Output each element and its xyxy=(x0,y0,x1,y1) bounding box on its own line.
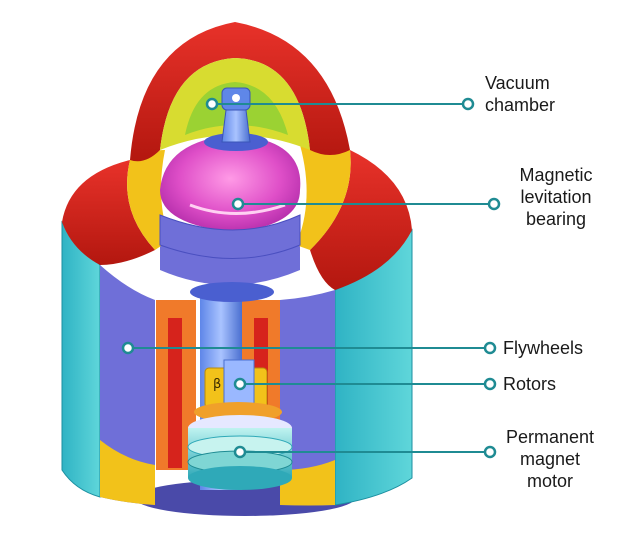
inner-cutaway-left xyxy=(100,265,155,505)
shaft-collar xyxy=(190,282,274,302)
label-line: Flywheels xyxy=(503,338,584,358)
leader-motor xyxy=(233,445,497,459)
vacuum-dome-shell xyxy=(130,22,350,162)
stator-left-red-band xyxy=(168,318,182,468)
label-line: motor xyxy=(526,471,573,491)
leader-vacuum-chamber xyxy=(205,97,475,111)
yellow-rim-right xyxy=(280,460,335,506)
yellow-rim-left xyxy=(100,440,155,505)
label-magnetic-bearing: Magnetic levitation bearing xyxy=(508,164,604,230)
outer-roof-left xyxy=(62,160,155,265)
label-motor: Permanent magnet motor xyxy=(498,426,602,492)
label-flywheels: Flywheels xyxy=(503,337,583,359)
leader-flywheels xyxy=(121,341,497,355)
bearing-lower-band xyxy=(159,214,301,259)
outer-roof-right xyxy=(310,150,412,290)
leader-rotors xyxy=(233,377,497,391)
label-line: Magnetic xyxy=(519,165,593,185)
leader-magnetic-bearing xyxy=(231,197,501,211)
yellow-shoulder-left xyxy=(127,150,170,250)
label-line: magnet xyxy=(519,449,581,469)
bearing-highlight xyxy=(189,203,286,215)
label-line: Rotors xyxy=(503,374,557,394)
label-line: levitation xyxy=(520,187,592,207)
label-line: bearing xyxy=(525,209,587,229)
label-line: Permanent xyxy=(505,427,595,447)
label-line: chamber xyxy=(485,95,556,115)
outer-casing-left xyxy=(61,220,101,498)
rotor-marking: β xyxy=(213,377,221,392)
label-line: Vacuum xyxy=(485,73,550,93)
label-vacuum-chamber: Vacuum chamber xyxy=(485,72,555,116)
motor-base xyxy=(188,466,292,490)
spindle xyxy=(221,109,251,143)
spindle-cap-dot xyxy=(232,94,240,102)
yellow-shoulder-right xyxy=(296,144,351,250)
label-rotors: Rotors xyxy=(503,373,556,395)
